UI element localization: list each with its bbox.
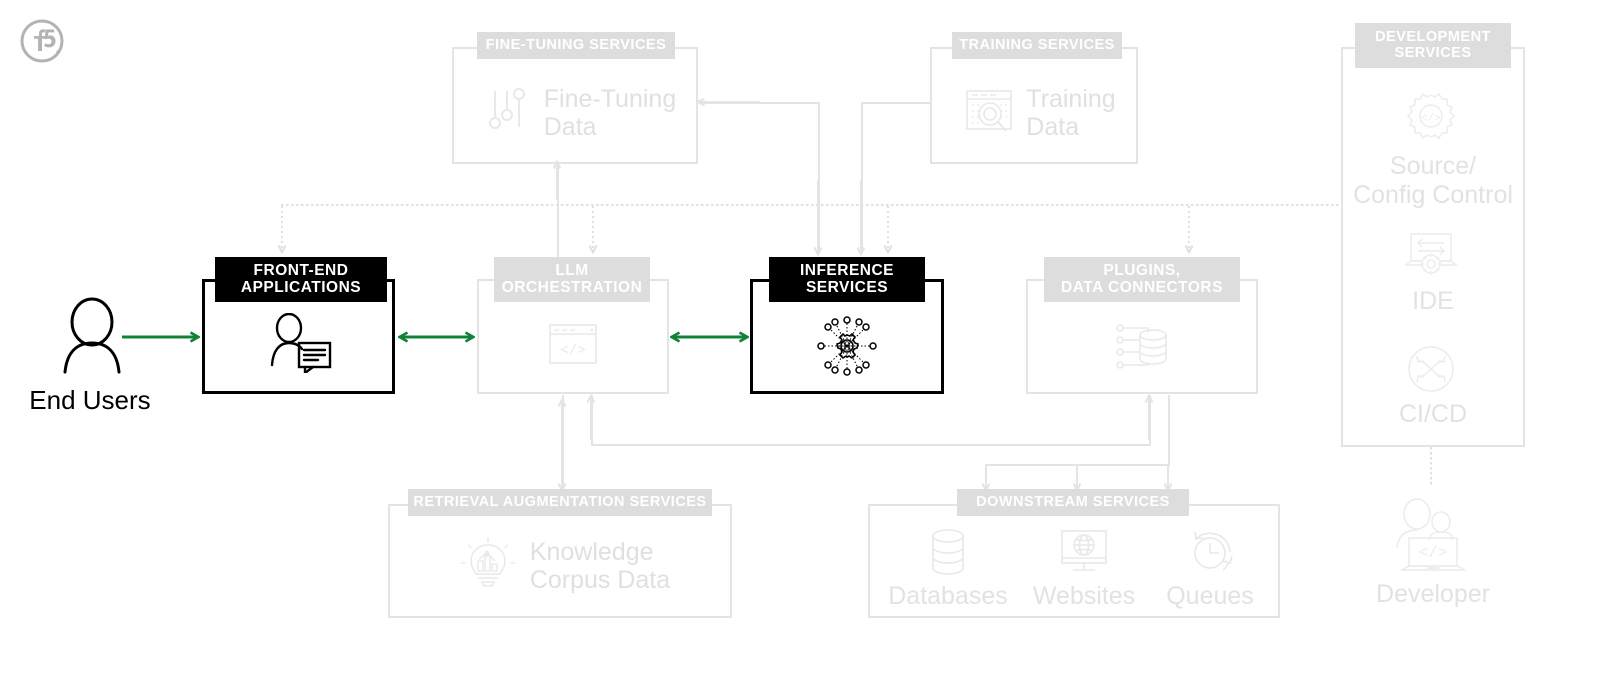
badge-development-services: DEVELOPMENT SERVICES [1355,23,1511,68]
badge-label-line2: DATA CONNECTORS [1061,278,1223,296]
training-to-finetuning-drop [818,102,820,252]
badge-retrieval-augmentation-services: RETRIEVAL AUGMENTATION SERVICES [408,489,712,516]
dev-label-cicd: CI/CD [1398,400,1468,428]
laptop-gear-icon [1403,231,1459,282]
dev-item-ide[interactable] [1398,232,1464,280]
downstream-label-databases: Databases [888,582,1008,610]
content-knowledge-corpus: Knowledge Corpus Data [440,528,690,604]
box-development-services[interactable] [1341,47,1525,447]
badge-plugins-data-connectors: PLUGINS, DATA CONNECTORS [1044,257,1240,302]
dotted-bus-line [281,204,1341,206]
training-left-drop [861,102,863,252]
devservices-to-developer-dotted [1430,447,1432,487]
badge-label: TRAINING SERVICES [959,36,1115,53]
gear-code-icon: </> [1402,91,1460,150]
content-inference-icon [802,315,892,381]
llm-to-finetuning-riser [557,165,559,260]
developer-label: Developer [1376,580,1490,608]
cicd-cycle-icon [1405,343,1457,400]
downstream-item-websites[interactable] [1046,528,1122,580]
dev-label-source-config-control: Source/ Config Control [1353,152,1513,209]
badge-label-line2: ORCHESTRATION [501,278,643,296]
badge-downstream-services: DOWNSTREAM SERVICES [957,489,1189,516]
badge-label: DOWNSTREAM SERVICES [976,493,1170,510]
badge-front-end-applications: FRONT-END APPLICATIONS [215,257,387,302]
badge-label-line1: DEVELOPMENT [1375,28,1491,45]
content-training-data: Training Data [945,72,1135,154]
developer-laptop-icon: </> [1389,497,1473,577]
content-fine-tuning-data: Fine-Tuning Data [470,72,690,154]
downstream-label-queues: Queues [1166,582,1254,610]
database-connector-icon [1115,322,1171,377]
code-window-icon: </> [548,323,598,370]
badge-label-line1: FRONT-END [253,261,349,279]
fine-tuning-data-label: Fine-Tuning Data [543,85,677,141]
badge-label-line2: APPLICATIONS [240,278,362,296]
clock-refresh-icon [1185,528,1235,581]
dev-label-ide: IDE [1412,287,1454,315]
data-search-window-icon [964,87,1014,140]
svg-text:</>: </> [1421,113,1441,125]
badge-label-line2: SERVICES [805,278,889,296]
badge-label: RETRIEVAL AUGMENTATION SERVICES [413,493,707,510]
sliders-icon [484,87,530,140]
lightbulb-chart-icon [460,536,516,597]
svg-text:</>: </> [560,343,585,359]
training-data-label: Training Data [1026,85,1116,141]
dev-item-cicd[interactable] [1400,345,1462,397]
neural-gear-icon [816,315,878,382]
training-left-line [862,102,932,104]
dev-item-source-config-control[interactable]: </> [1398,92,1464,148]
downstream-label-websites: Websites [1032,582,1136,610]
content-front-end-icon [250,310,350,380]
badge-llm-orchestration: LLM ORCHESTRATION [494,257,650,302]
badge-fine-tuning-services: FINE-TUNING SERVICES [477,32,675,59]
badge-label-line1: INFERENCE [799,261,895,279]
badge-label-line2: SERVICES [1394,44,1472,61]
knowledge-corpus-label: Knowledge Corpus Data [529,538,671,594]
downstream-item-queues[interactable] [1172,528,1248,580]
content-llm-icon: </> [528,315,618,377]
database-icon [926,528,970,581]
badge-label: FINE-TUNING SERVICES [485,36,667,53]
f5-logo [20,19,64,63]
downstream-item-databases[interactable] [910,528,986,580]
monitor-globe-icon [1059,529,1109,580]
actor-developer: </> [1388,497,1474,577]
content-plugins-icon [1098,318,1188,380]
plugins-downstream-drop [1168,395,1170,465]
person-chat-icon [268,312,332,378]
end-users-label: End Users [29,385,151,415]
retrieval-to-plugins-line [591,444,1151,446]
badge-label-line1: PLUGINS, [1103,261,1181,279]
svg-text:</>: </> [1419,544,1448,562]
badge-label-line1: LLM [555,261,589,279]
badge-inference-services: INFERENCE SERVICES [769,257,925,302]
badge-training-services: TRAINING SERVICES [952,32,1122,59]
person-icon [53,296,131,379]
actor-end-users [38,296,146,379]
